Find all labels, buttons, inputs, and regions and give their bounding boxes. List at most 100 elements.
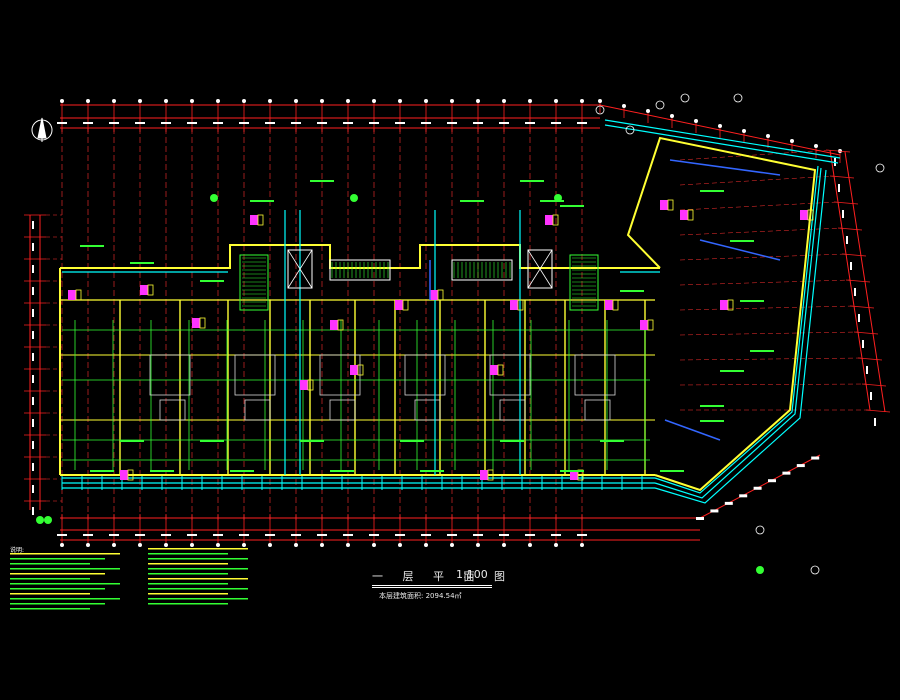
diag-dim-mark — [724, 501, 733, 505]
left-dim-mark — [32, 463, 34, 471]
fixture-frame — [437, 289, 444, 301]
right-dim-mark — [842, 210, 844, 218]
bottom-tick-dot — [372, 543, 376, 547]
top-tick-dot — [320, 99, 324, 103]
fixture — [330, 320, 338, 330]
axis-bubble-icon — [595, 93, 885, 575]
room-outline — [234, 354, 276, 396]
left-dim-mark — [32, 507, 34, 515]
fixture-frame — [199, 317, 206, 329]
bottom-tick-dot — [60, 543, 64, 547]
dim-text-mark — [161, 534, 171, 536]
annotation-line — [300, 440, 324, 442]
fixture-frame — [612, 299, 619, 311]
left-dim-mark — [32, 265, 34, 273]
annotation-line — [150, 470, 174, 472]
top-tick-dot — [372, 99, 376, 103]
right-dim-mark — [838, 184, 840, 192]
top-tick-dot — [138, 99, 142, 103]
drawing-title: 一 层 平 面 图 — [372, 570, 513, 583]
dim-text-mark — [187, 534, 197, 536]
room-outline — [499, 399, 526, 421]
fixture-frame — [647, 319, 654, 331]
bottom-tick-dot — [580, 543, 584, 547]
drawing-scale: 1:100 — [456, 568, 488, 581]
fixture-frame — [667, 199, 674, 211]
right-tick — [861, 383, 887, 387]
annotation-line — [720, 370, 744, 372]
bubble — [755, 525, 765, 535]
interior-walls — [119, 300, 646, 475]
fixture-frame — [687, 209, 694, 221]
annotation-line — [700, 420, 724, 422]
dim-text-mark — [499, 534, 509, 536]
bubble — [595, 105, 605, 115]
top-tick-dot — [60, 99, 64, 103]
dim-text-mark — [525, 534, 535, 536]
dim-text-mark — [499, 122, 509, 124]
area-value: 2094.54㎡ — [425, 592, 462, 600]
top-tick-dot — [450, 99, 454, 103]
note-line — [10, 598, 120, 600]
right-tick — [841, 253, 867, 257]
left-dim-mark — [32, 441, 34, 449]
fixture-frame — [307, 379, 314, 391]
stair-treads — [242, 257, 596, 307]
top-tick-dot — [86, 99, 90, 103]
note-line — [10, 603, 105, 605]
diag-tick-dot — [598, 99, 602, 103]
fixture — [720, 300, 728, 310]
bottom-tick-dot — [164, 543, 168, 547]
room-outlines — [149, 354, 616, 421]
dim-text-mark — [161, 122, 171, 124]
top-tick-dot — [268, 99, 272, 103]
dim-text-mark — [525, 122, 535, 124]
room-outline — [404, 354, 446, 396]
bottom-tick-dot — [138, 543, 142, 547]
dim-text-mark — [57, 122, 67, 124]
dim-text-mark — [395, 534, 405, 536]
facade-windows — [62, 119, 841, 504]
bubble — [875, 163, 885, 173]
annotation-line — [700, 190, 724, 192]
bottom-tick-dot — [346, 543, 350, 547]
fixture-frame — [75, 289, 82, 301]
fixture — [68, 290, 76, 300]
diag-dim-mark — [782, 471, 791, 475]
dim-text-mark — [213, 122, 223, 124]
room-outline — [574, 354, 616, 396]
bottom-dimension-lines — [60, 454, 821, 541]
fixture-frame — [487, 469, 494, 481]
top-tick-dot — [554, 99, 558, 103]
left-dim-mark — [32, 375, 34, 383]
note-line — [10, 568, 120, 570]
diag-dim-mark — [753, 486, 762, 490]
right-tick — [845, 279, 871, 283]
note-line — [148, 573, 228, 575]
right-tick — [853, 331, 879, 335]
axis-line-diag — [679, 357, 863, 361]
area-label: 本层建筑面积: — [379, 592, 424, 600]
dim-text-mark — [265, 534, 275, 536]
diag-tick-dot — [742, 129, 746, 133]
annotation-line — [700, 405, 724, 407]
annotation-line — [230, 470, 254, 472]
right-tick — [849, 305, 875, 309]
fixture-frame — [517, 299, 524, 311]
diag-tick-dot — [790, 139, 794, 143]
note-line — [148, 593, 228, 595]
annotation-line — [500, 440, 524, 442]
right-tick — [825, 149, 851, 153]
axis-line-diag — [679, 149, 831, 161]
fixture — [680, 210, 688, 220]
fixture — [430, 290, 438, 300]
note-line — [10, 583, 120, 585]
note-line — [10, 553, 120, 555]
dim-text-mark — [83, 534, 93, 536]
left-dim-mark — [32, 419, 34, 427]
annotation-line — [200, 440, 224, 442]
fixture — [395, 300, 403, 310]
dim-text-mark — [577, 534, 587, 536]
